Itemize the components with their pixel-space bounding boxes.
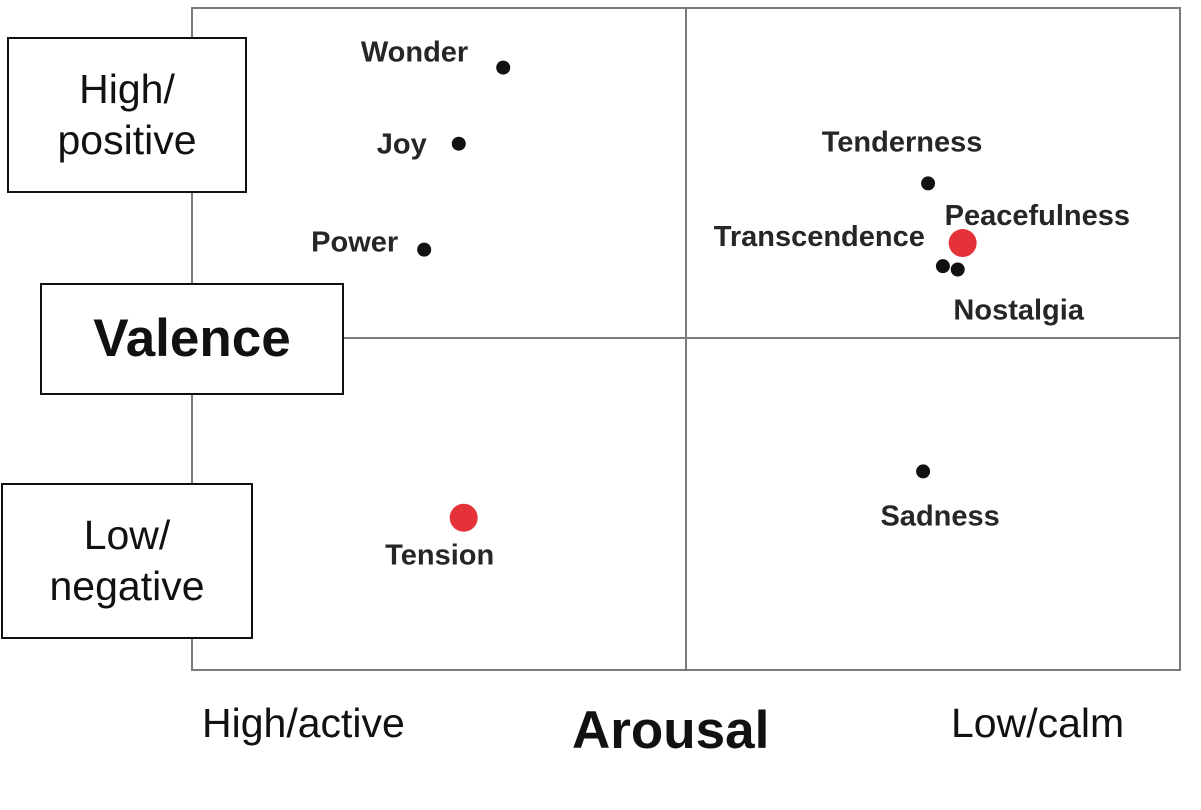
point-label-nostalgia: Nostalgia: [953, 294, 1084, 326]
valence-low-label: Low/ negative: [1, 483, 253, 639]
point-label-tenderness: Tenderness: [822, 126, 983, 158]
point-label-peacefulness: Peacefulness: [945, 200, 1130, 232]
arousal-high-label: High/active: [202, 700, 405, 746]
y-axis-title-text: Valence: [93, 308, 291, 368]
point-nostalgia: [950, 262, 965, 277]
point-transcendence: [935, 259, 950, 274]
point-wonder: [496, 60, 511, 75]
point-peacefulness: [948, 229, 977, 258]
arousal-low-label: Low/calm: [951, 700, 1125, 746]
valence-high-text: High/ positive: [57, 65, 197, 163]
point-tension: [449, 503, 478, 532]
point-label-transcendence: Transcendence: [714, 221, 925, 253]
valence-low-text: Low/ negative: [49, 511, 205, 609]
point-label-power: Power: [311, 227, 398, 259]
point-tenderness: [921, 176, 936, 191]
point-label-sadness: Sadness: [880, 500, 999, 532]
point-power: [417, 242, 432, 257]
y-axis-title: Valence: [40, 283, 344, 395]
point-label-tension: Tension: [385, 540, 494, 572]
point-sadness: [916, 464, 931, 479]
point-label-wonder: Wonder: [361, 37, 468, 69]
valence-high-label: High/ positive: [7, 37, 247, 193]
x-axis-title: Arousal: [572, 701, 770, 760]
point-label-joy: Joy: [377, 129, 427, 161]
point-joy: [451, 136, 466, 151]
